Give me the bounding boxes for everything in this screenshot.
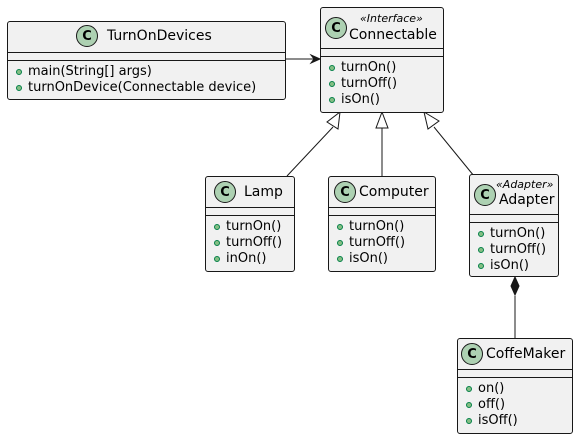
public-method-icon xyxy=(214,256,220,262)
inheritance-triangle-icon xyxy=(423,110,440,130)
class-icon: C xyxy=(474,184,496,206)
class-stereotype: «Adapter» xyxy=(496,178,554,191)
public-method-icon xyxy=(337,224,343,230)
public-method-icon xyxy=(16,85,22,91)
class-header: C «Interface» Connectable xyxy=(321,8,443,49)
class-icon: C xyxy=(325,17,347,39)
class-turnondevices: C TurnOnDevices main(String[] args) turn… xyxy=(7,21,286,100)
method-item: main(String[] args) xyxy=(8,64,285,80)
composition-adapter-coffemaker xyxy=(510,275,520,338)
method-item: turnOff() xyxy=(206,235,294,251)
method-item: on() xyxy=(458,381,572,397)
attributes-compartment xyxy=(470,215,558,223)
method-item: turnOn() xyxy=(321,60,443,76)
method-item: inOn() xyxy=(206,251,294,267)
realization-computer-connectable xyxy=(375,110,389,176)
method-item: turnOff() xyxy=(329,235,435,251)
class-header: C Computer xyxy=(329,177,435,208)
class-header: C «Adapter» Adapter xyxy=(470,175,558,215)
realization-lamp-connectable xyxy=(286,110,341,177)
class-name: Connectable xyxy=(349,27,437,43)
public-method-icon xyxy=(466,386,472,392)
method-item: off() xyxy=(458,397,572,413)
association-turnondevices-connectable xyxy=(285,53,322,65)
methods-list: turnOn() turnOff() isOn() xyxy=(329,216,435,271)
class-name: Adapter xyxy=(499,192,555,208)
public-method-icon xyxy=(478,231,484,237)
class-header: C Lamp xyxy=(206,177,294,208)
public-method-icon xyxy=(337,256,343,262)
inheritance-triangle-icon xyxy=(375,110,389,129)
attributes-compartment xyxy=(321,49,443,57)
public-method-icon xyxy=(478,263,484,269)
arrowhead-icon xyxy=(309,53,322,65)
class-adapter: C «Adapter» Adapter turnOn() turnOff() i… xyxy=(469,174,559,277)
public-method-icon xyxy=(466,402,472,408)
public-method-icon xyxy=(329,81,335,87)
attributes-compartment xyxy=(8,53,285,61)
method-item: turnOnDevice(Connectable device) xyxy=(8,80,285,96)
class-icon: C xyxy=(214,181,236,203)
method-item: isOn() xyxy=(329,251,435,267)
public-method-icon xyxy=(478,247,484,253)
composition-diamond-icon xyxy=(510,275,520,297)
method-item: turnOn() xyxy=(329,219,435,235)
methods-list: turnOn() turnOff() isOn() xyxy=(470,223,558,278)
class-icon: C xyxy=(461,343,483,365)
class-name: TurnOnDevices xyxy=(107,28,212,44)
method-item: isOn() xyxy=(321,92,443,108)
realization-adapter-connectable xyxy=(423,110,475,177)
method-item: turnOff() xyxy=(321,76,443,92)
class-stereotype: «Interface» xyxy=(360,12,423,25)
class-name: CoffeMaker xyxy=(486,346,566,362)
method-item: turnOn() xyxy=(470,226,558,242)
methods-list: on() off() isOff() xyxy=(458,378,572,433)
class-icon: C xyxy=(76,25,98,47)
public-method-icon xyxy=(329,65,335,71)
class-name: Lamp xyxy=(244,184,283,200)
public-method-icon xyxy=(329,97,335,103)
class-header: C CoffeMaker xyxy=(458,339,572,370)
attributes-compartment xyxy=(329,208,435,216)
class-name: Computer xyxy=(359,184,429,200)
class-connectable: C «Interface» Connectable turnOn() turnO… xyxy=(320,7,444,113)
method-item: turnOn() xyxy=(206,219,294,235)
methods-list: turnOn() turnOff() isOn() xyxy=(321,57,443,112)
methods-list: turnOn() turnOff() inOn() xyxy=(206,216,294,271)
inheritance-triangle-icon xyxy=(326,110,341,130)
method-item: turnOff() xyxy=(470,242,558,258)
public-method-icon xyxy=(337,240,343,246)
method-item: isOn() xyxy=(470,258,558,274)
attributes-compartment xyxy=(206,208,294,216)
attributes-compartment xyxy=(458,370,572,378)
class-computer: C Computer turnOn() turnOff() isOn() xyxy=(328,176,436,272)
method-item: isOff() xyxy=(458,413,572,429)
public-method-icon xyxy=(214,224,220,230)
class-lamp: C Lamp turnOn() turnOff() inOn() xyxy=(205,176,295,272)
class-icon: C xyxy=(334,181,356,203)
class-coffemaker: C CoffeMaker on() off() isOff() xyxy=(457,338,573,434)
public-method-icon xyxy=(466,418,472,424)
public-method-icon xyxy=(16,69,22,75)
public-method-icon xyxy=(214,240,220,246)
methods-list: main(String[] args) turnOnDevice(Connect… xyxy=(8,61,285,100)
class-header: C TurnOnDevices xyxy=(8,22,285,53)
